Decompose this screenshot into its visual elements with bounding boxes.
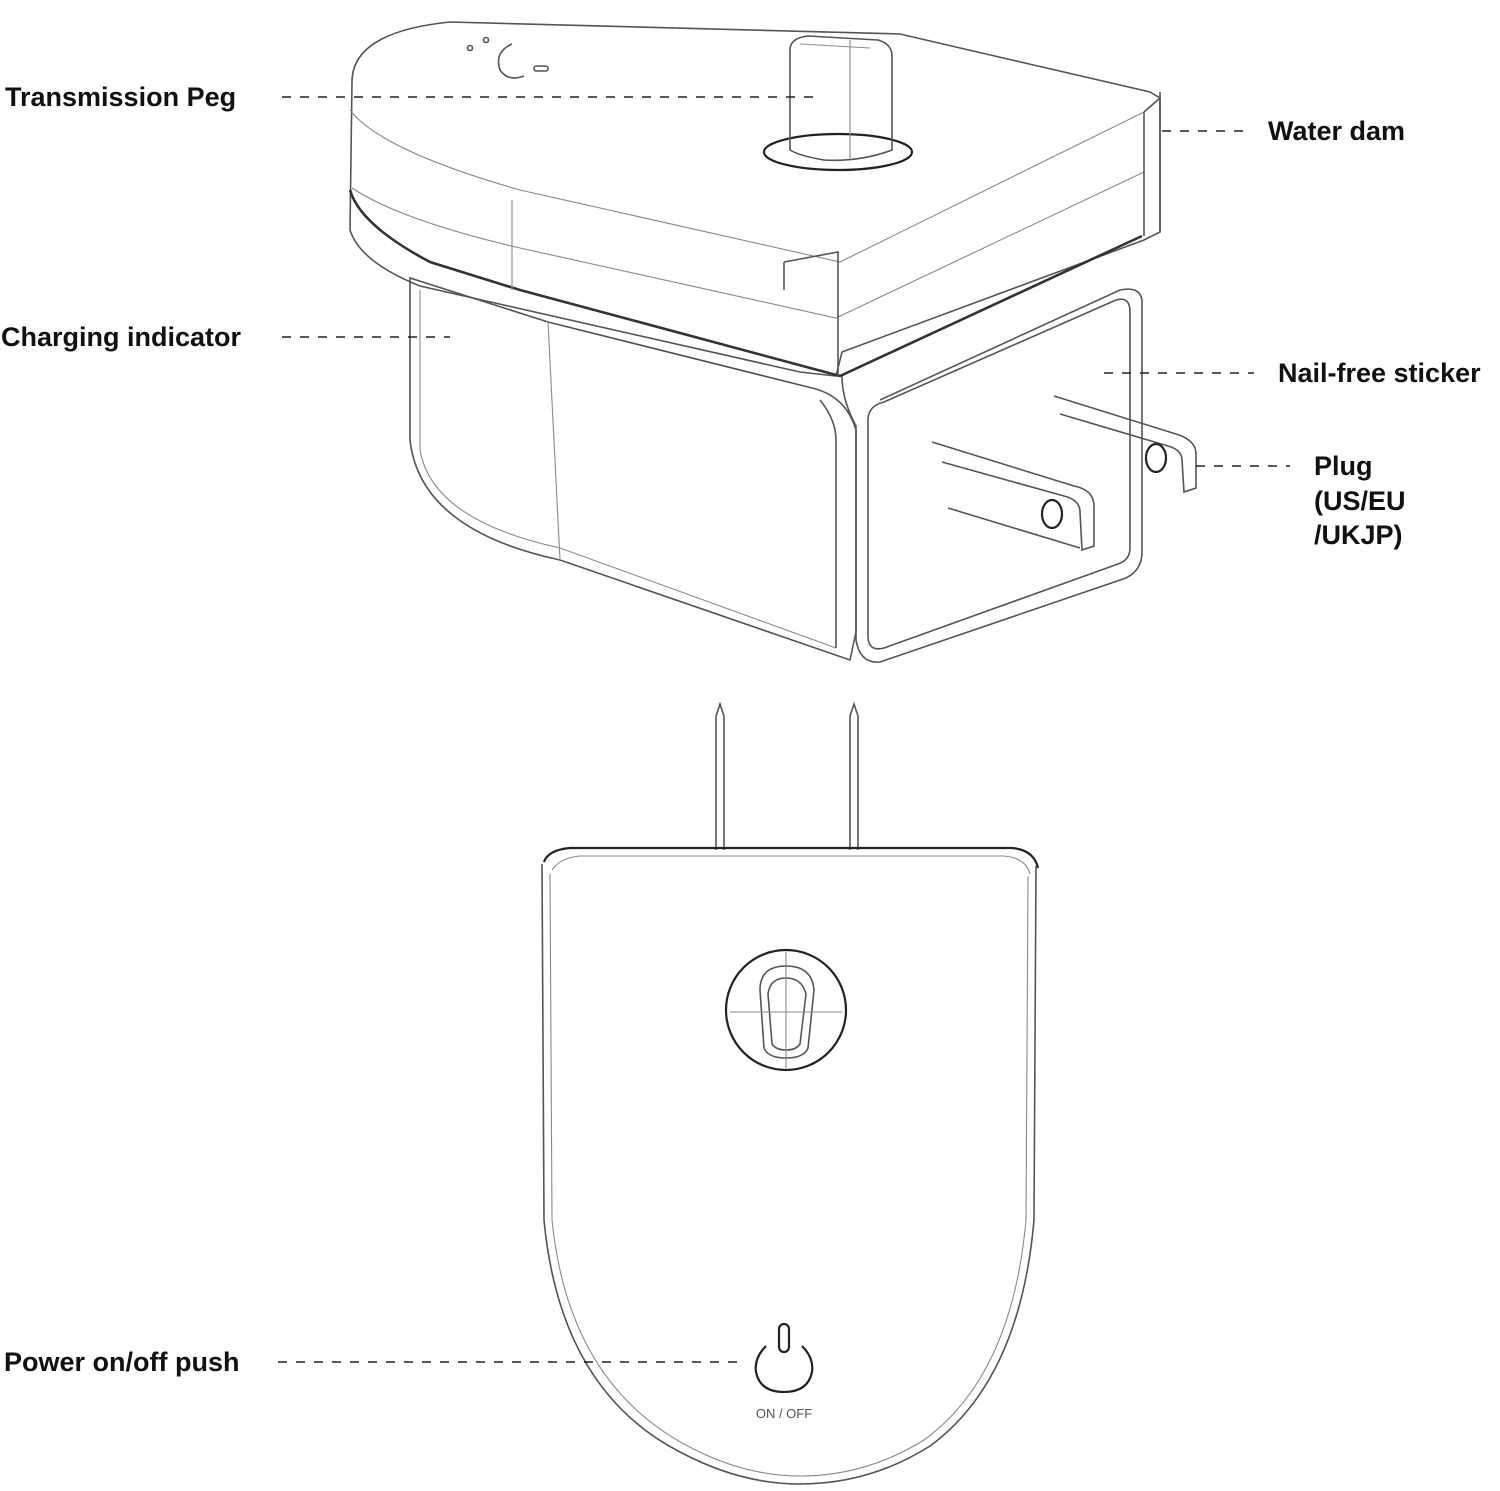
- label-transmission-peg: Transmission Peg: [5, 82, 237, 112]
- leader-lines: [278, 96, 1290, 1363]
- label-nail-free-sticker: Nail-free sticker: [1278, 358, 1481, 388]
- plug-prongs: [931, 395, 1197, 552]
- transmission-peg: [762, 35, 914, 172]
- label-plug: Plug (US/EU /UKJP): [1314, 449, 1406, 553]
- lower-body: [409, 276, 857, 662]
- top-cap-outline: [349, 21, 1161, 377]
- label-plug-line1: Plug: [1314, 451, 1373, 481]
- drive-socket: [724, 948, 848, 1072]
- nail-free-sticker: [841, 288, 1143, 663]
- label-charging-indicator: Charging indicator: [1, 322, 242, 352]
- front-prong-right: [849, 701, 859, 850]
- front-prong-left: [715, 701, 725, 850]
- water-dam-wall: [1143, 92, 1161, 236]
- front-top-edge: [542, 846, 1040, 869]
- power-icon: [754, 1322, 814, 1394]
- front-body: [541, 863, 1037, 1485]
- seam-line: [348, 189, 1143, 378]
- device-top-view: [348, 21, 1197, 663]
- label-plug-line2: (US/EU: [1314, 485, 1406, 516]
- charging-symbol-icon: [466, 36, 549, 79]
- device-front-view: ON / OFF: [541, 701, 1040, 1485]
- on-off-text: ON / OFF: [756, 1406, 812, 1421]
- label-plug-line3: /UKJP): [1314, 520, 1403, 551]
- label-power-push: Power on/off push: [4, 1347, 240, 1377]
- label-water-dam: Water dam: [1268, 116, 1406, 146]
